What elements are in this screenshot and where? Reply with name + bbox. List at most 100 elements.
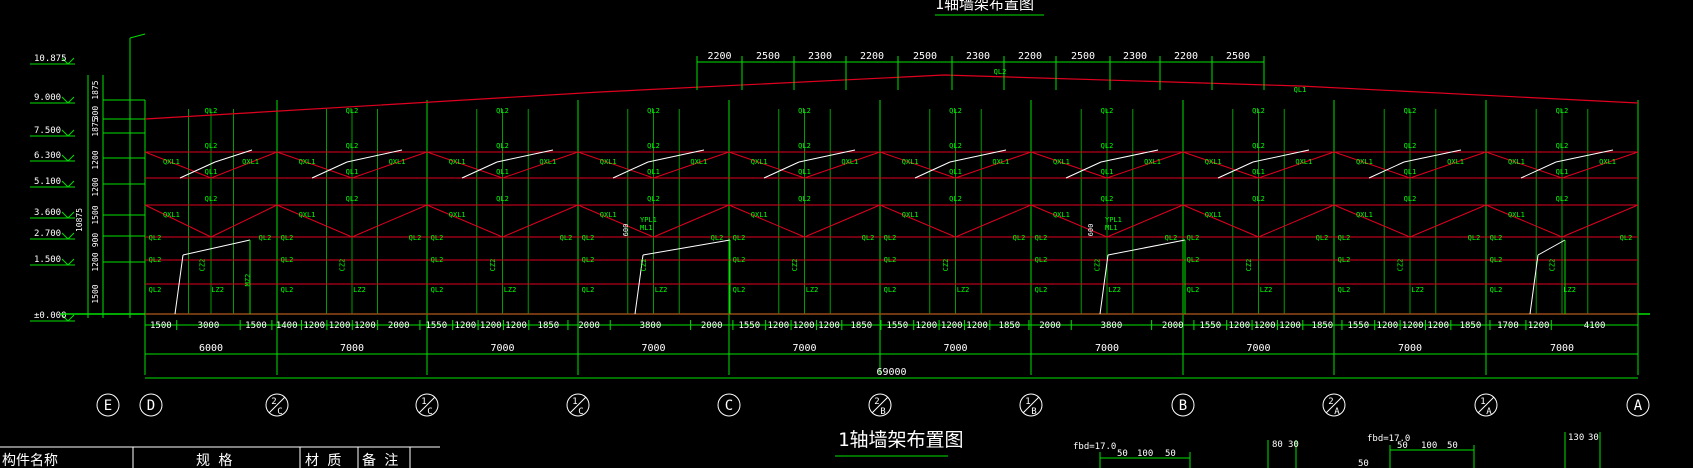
label-girt: QL2 — [149, 234, 162, 242]
brace-diagonal — [653, 204, 730, 238]
brace-diagonal — [879, 204, 956, 238]
sag-rod — [1217, 161, 1254, 179]
label-column: CZ2 — [1245, 259, 1253, 272]
elevation-marker — [67, 154, 75, 162]
detail-2-dim-b: 30 — [1288, 440, 1299, 450]
elevation-marker — [67, 258, 75, 266]
label-beam-alt: QL1 — [1252, 168, 1265, 176]
label-brace: QXL1 — [600, 158, 617, 166]
label-girt: QL2 — [733, 256, 746, 264]
left-dim-label: 1200 — [91, 177, 100, 196]
label-ridge-beam: QL2 — [994, 68, 1007, 76]
door-head — [1537, 239, 1566, 256]
elevation-label: ±0.000 — [34, 311, 67, 321]
bottom-dim-label-1: 1200 — [941, 321, 963, 331]
detail-1-label: fbd=17.0 — [1073, 442, 1116, 452]
axis-bubble-main: 1 — [1025, 397, 1030, 407]
brace-diagonal — [879, 151, 956, 179]
bottom-dim-label-2: 7000 — [792, 343, 816, 354]
label-brace: QXL1 — [1205, 211, 1222, 219]
detail-sketches: fbd=17.0 50 100 50 80 30 fbd=17.0 50 100… — [1073, 432, 1601, 468]
door-jamb — [634, 254, 644, 315]
elevation-marker — [61, 154, 69, 162]
label-girt: QL2 — [1338, 256, 1351, 264]
label-column-alt: LZ2 — [655, 286, 668, 294]
label-brace: QXL1 — [1295, 158, 1312, 166]
table-header-spec: 规 格 — [196, 453, 232, 468]
elevation-marker — [61, 258, 69, 266]
label-column-alt: LZ2 — [1108, 286, 1121, 294]
label-eave-beam: QL2 — [798, 107, 811, 115]
elevation-marker — [61, 129, 69, 137]
label-brace: QXL1 — [1447, 158, 1464, 166]
bottom-dim-label-2: 6000 — [199, 343, 223, 354]
brace-diagonal — [1106, 204, 1184, 238]
axis-bubble-label: E — [104, 398, 112, 414]
label-brace: QXL1 — [1144, 158, 1161, 166]
label-beam-alt: QL1 — [205, 168, 218, 176]
label-girt: QL2 — [1490, 234, 1503, 242]
label-beam: QL2 — [949, 195, 962, 203]
top-dim-label: 2200 — [707, 51, 731, 62]
label-column-alt: LZ2 — [1260, 286, 1273, 294]
label-girt: QL2 — [1187, 286, 1200, 294]
member-table: 构件名称 规 格 材 质 备 注 — [0, 446, 440, 468]
sag-rod — [949, 149, 1007, 163]
label-lintel: YPL1 — [640, 216, 657, 224]
label-girt: QL2 — [1468, 234, 1481, 242]
label-brace: QXL1 — [1599, 158, 1616, 166]
sag-rod — [496, 149, 554, 163]
label-lintel-beam: ML1 — [640, 224, 653, 232]
axis-bubble-label: D — [147, 398, 155, 414]
bottom-dim-label-2: 7000 — [1550, 343, 1574, 354]
bottom-dim-label-1: 1400 — [276, 321, 298, 331]
label-column: CZ2 — [640, 259, 648, 272]
label-beam: QL2 — [647, 195, 660, 203]
table-header-name: 构件名称 — [2, 453, 58, 468]
label-lintel-beam: ML1 — [1105, 224, 1118, 232]
label-girt: QL2 — [582, 286, 595, 294]
sag-rod — [214, 149, 253, 163]
sag-rod — [1100, 149, 1159, 163]
label-girt: QL2 — [884, 234, 897, 242]
axis-bubble-sub: A — [1334, 407, 1340, 417]
door-head — [642, 239, 731, 256]
label-beam-alt: QL1 — [1101, 168, 1114, 176]
label-beam: QL2 — [1556, 195, 1569, 203]
elevation-marker — [61, 180, 69, 188]
detail-3-label: fbd=17.0 — [1367, 434, 1410, 444]
label-brace: QXL1 — [992, 158, 1009, 166]
top-dim-label: 2300 — [1123, 51, 1147, 62]
elevation-marker — [67, 129, 75, 137]
label-girt: QL2 — [281, 234, 294, 242]
label-girt: QL2 — [149, 256, 162, 264]
sag-rod — [1403, 149, 1462, 163]
brace-diagonal — [1258, 204, 1335, 238]
axis-bubble — [415, 393, 439, 417]
label-brace: QXL1 — [751, 211, 768, 219]
detail-4-dim-b: 30 — [1588, 433, 1599, 443]
label-eave-beam: QL2 — [1404, 107, 1417, 115]
elevation-label: 3.600 — [34, 208, 61, 218]
label-girt: QL2 — [884, 286, 897, 294]
bottom-dim-label-1: 1200 — [480, 321, 502, 331]
brace-diagonal — [502, 204, 579, 238]
bottom-dim-label-1: 1200 — [793, 321, 815, 331]
bottom-dim-total: 69000 — [876, 367, 906, 378]
bottom-dim-label-1: 1200 — [505, 321, 527, 331]
label-girt: QL2 — [409, 234, 422, 242]
label-ridge-beam-alt: QL1 — [1294, 86, 1307, 94]
bottom-dim-label-1: 1200 — [1427, 321, 1449, 331]
bottom-dim-label-1: 1500 — [245, 321, 267, 331]
label-brace: QXL1 — [1508, 158, 1525, 166]
brace-diagonal — [276, 204, 353, 238]
table-header-note: 备 注 — [362, 452, 398, 468]
label-brace: QXL1 — [242, 158, 259, 166]
bottom-dim-label-1: 2000 — [1162, 321, 1184, 331]
label-brace: QXL1 — [1508, 211, 1525, 219]
label-beam: QL2 — [496, 142, 509, 150]
axis-bubble — [1322, 393, 1346, 417]
top-dim-label: 2300 — [808, 51, 832, 62]
